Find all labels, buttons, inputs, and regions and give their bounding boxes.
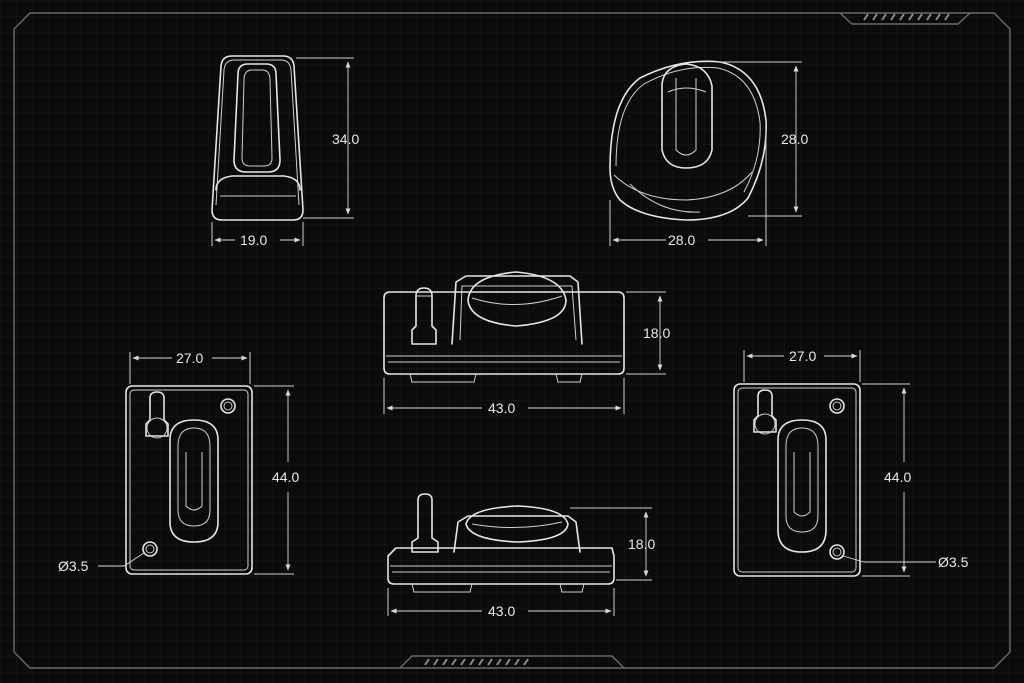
dim-right-hole: Ø3.5 <box>938 554 969 570</box>
view-top-left <box>211 55 354 246</box>
dim-left-width: 27.0 <box>176 350 203 366</box>
dim-top-right-width: 28.0 <box>668 232 695 248</box>
view-right <box>733 350 936 577</box>
dim-bottom-height: 18.0 <box>628 536 655 552</box>
dim-center-width: 43.0 <box>488 400 515 416</box>
view-bottom <box>387 493 652 616</box>
dim-top-right-height: 28.0 <box>781 131 808 147</box>
sheet-frame <box>13 12 1011 669</box>
view-top-right <box>609 60 802 246</box>
frame-tab-top <box>839 12 971 25</box>
dim-bottom-width: 43.0 <box>488 603 515 619</box>
dim-center-height: 18.0 <box>643 325 670 341</box>
dim-top-left-height: 34.0 <box>332 131 359 147</box>
view-left <box>98 352 294 575</box>
dim-right-height: 44.0 <box>884 469 911 485</box>
dim-right-width: 27.0 <box>789 348 816 364</box>
dim-top-left-width: 19.0 <box>240 232 267 248</box>
frame-tab-bottom <box>399 655 625 669</box>
dim-left-height: 44.0 <box>272 469 299 485</box>
dim-left-hole: Ø3.5 <box>58 558 89 574</box>
hatch-top <box>863 13 950 21</box>
view-center <box>383 271 666 414</box>
hatch-bottom <box>424 658 529 666</box>
